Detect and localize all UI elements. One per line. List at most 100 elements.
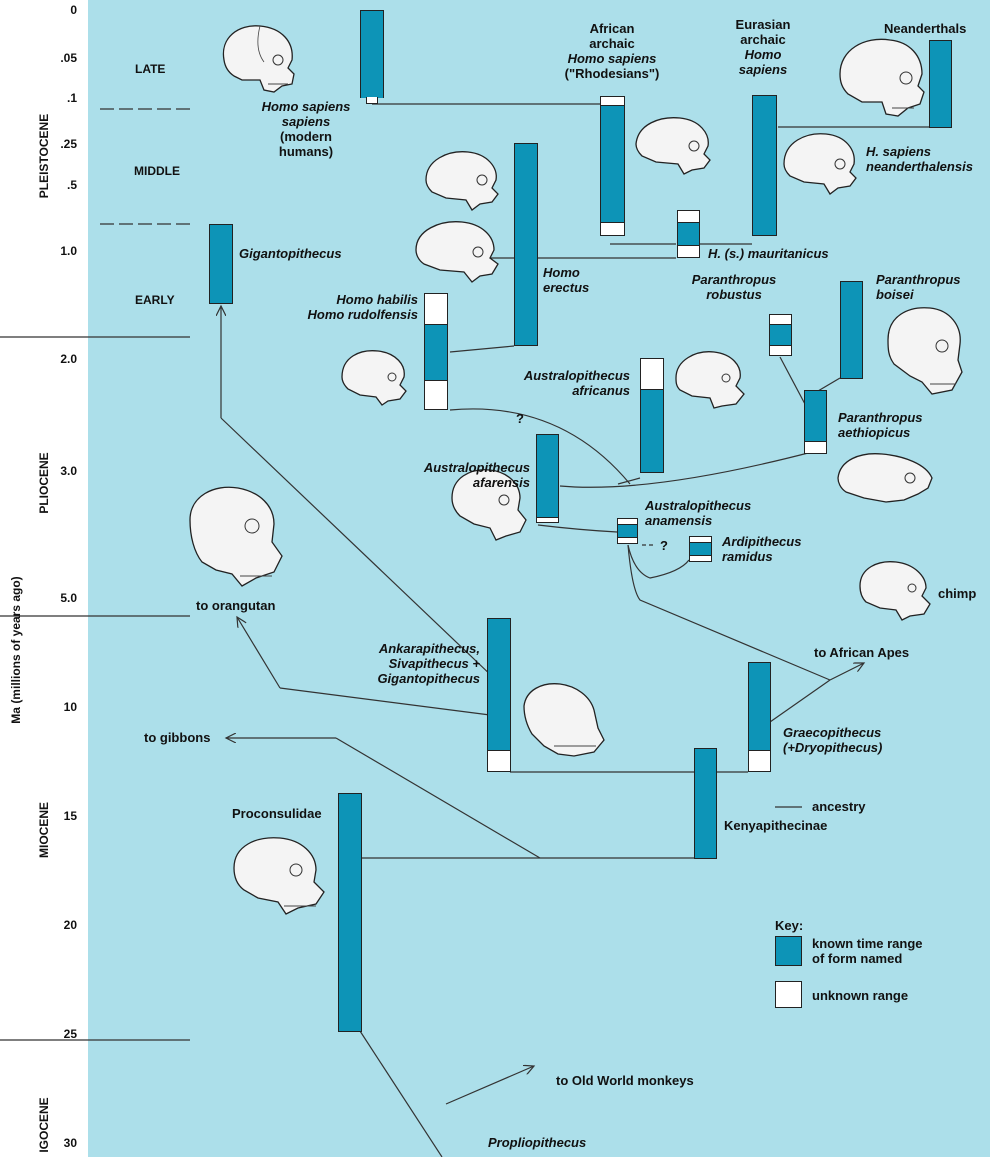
bar-robustus-known [769, 324, 792, 346]
bar-homo-erectus-known [514, 143, 538, 346]
label-p-robustus: Paranthropus robustus [691, 272, 777, 302]
label-homo-habilis: Homo habilis Homo rudolfensis [307, 292, 418, 322]
label-to-orangutan: to orangutan [196, 598, 276, 613]
skull-afarensis-illustration [451, 469, 527, 541]
line-afarensis-africanus [617, 477, 641, 485]
bar-mauritanicus-known [677, 222, 700, 246]
tick-30: 30 [63, 1136, 77, 1150]
subperiod-early: EARLY [135, 293, 175, 307]
bar-african-unknown-bottom [600, 222, 625, 236]
skull-rhodesian-illustration [635, 117, 711, 175]
bar-boisei-known [840, 281, 863, 379]
skull-aethiopicus-illustration [837, 453, 933, 503]
label-ankarapithecus: Ankarapithecus, Sivapithecus + Gigantopi… [377, 641, 480, 686]
label-a-africanus: Australopithecus africanus [523, 368, 630, 398]
y-axis-label: Ma (millions of years ago) [9, 576, 23, 724]
bar-habilis-known [424, 324, 448, 381]
line-gibbons [335, 737, 541, 859]
line-graecopithecus-africanapes [769, 679, 831, 723]
bar-aethiopicus-unknown [804, 441, 827, 454]
skull-neanderthal-illustration [839, 38, 925, 117]
bar-ankarapithecus-known [487, 618, 511, 751]
label-p-aethiopicus: Paranthropus aethiopicus [838, 410, 923, 440]
label-propliopithecus: Propliopithecus [488, 1135, 587, 1150]
skull-sivapithecus-illustration [523, 683, 605, 757]
label-ardipithecus: Ardipithecus ramidus [722, 534, 802, 564]
tick-2.0: 2.0 [60, 352, 77, 366]
skull-africanus-illustration [675, 351, 745, 409]
label-kenyapithecinae: Kenyapithecinae [724, 818, 828, 833]
bar-kenyapithecinae-known [694, 748, 717, 859]
bar-anamensis-known [617, 524, 638, 538]
tick-0.25: .25 [60, 137, 77, 151]
subperiod-middle: MIDDLE [134, 164, 180, 178]
label-neanderthals: Neanderthals [884, 21, 967, 36]
tick-0: 0 [70, 3, 77, 17]
label-eurasian-archaic: Eurasian archaic Homo sapiens [735, 17, 791, 77]
key-title: Key: [775, 918, 804, 933]
tick-5.0: 5.0 [60, 591, 77, 605]
bar-africanus-unknown-top [640, 358, 664, 390]
bar-african-known [600, 105, 625, 223]
label-a-afarensis: Australopithecus afarensis [423, 460, 530, 490]
epoch-pleistocene: PLEISTOCENE [37, 113, 51, 199]
bar-ankarapithecus-unknown [487, 750, 511, 772]
bar-gigantopithecus-known [209, 224, 233, 304]
label-to-african-apes: to African Apes [814, 645, 910, 660]
label-african-archaic: African archaic Homo sapiens ("Rhodesian… [564, 21, 660, 81]
skull-chimp-illustration [859, 561, 931, 621]
key-unknown-label: unknown range [812, 988, 909, 1003]
bar-ardipithecus-known [689, 542, 712, 556]
bar-homo-sapiens-known [360, 10, 384, 98]
bar-aethiopicus-known [804, 390, 827, 442]
bar-proconsulidae-known [338, 793, 362, 1032]
line-ankara-giganto [220, 417, 497, 681]
key-known-label: known time range of form named [812, 936, 923, 966]
key-known-swatch [775, 936, 802, 966]
bar-africanus-known [640, 389, 664, 473]
label-homo-sapiens: Homo sapiens sapiens (modern humans) [261, 99, 351, 159]
skull-erectus-upper-illustration [425, 151, 499, 211]
label-to-old-world-monkeys: to Old World monkeys [556, 1073, 694, 1088]
tick-0.5: .5 [66, 178, 77, 192]
epoch-oligocene: IGOCENE [37, 1097, 51, 1153]
tick-0.1: .1 [66, 91, 77, 105]
key-unknown-swatch [775, 981, 802, 1008]
label-p-boisei: Paranthropus boisei [876, 272, 961, 302]
arrow-to-orangutan [237, 617, 281, 689]
key-ancestry-label: ancestry [812, 799, 866, 814]
bar-ardipithecus-unknown-bottom [689, 555, 712, 562]
line-ankara-orangutan-a [279, 687, 491, 716]
label-chimp: chimp [938, 586, 977, 601]
label-mauritanicus: H. (s.) mauritanicus [708, 246, 829, 261]
label-gigantopithecus: Gigantopithecus [239, 246, 342, 261]
subperiod-late: LATE [135, 62, 166, 76]
label-graecopithecus: Graecopithecus (+Dryopithecus) [783, 725, 883, 755]
bar-robustus-unknown-bottom [769, 345, 792, 356]
bar-neanderthals-known [929, 40, 952, 128]
label-proconsulidae: Proconsulidae [232, 806, 322, 821]
bar-graecopithecus-known [748, 662, 771, 751]
bar-graecopithecus-unknown [748, 750, 771, 772]
skull-habilis-illustration [341, 350, 407, 406]
epoch-miocene: MIOCENE [37, 802, 51, 859]
skull-modern-human-illustration [222, 25, 295, 93]
tick-1.0: 1.0 [60, 244, 77, 258]
tick-10: 10 [63, 700, 77, 714]
arrow-to-old-world-monkeys [445, 1066, 534, 1105]
tick-15: 15 [63, 809, 77, 823]
line-anamensis-afarensis [537, 524, 618, 533]
arrow-to-african-apes [829, 663, 864, 681]
skull-h-neanderthalensis-illustration [783, 133, 857, 195]
skull-proconsulidae-illustration [233, 837, 325, 915]
line-afarensis-aethiopicus [559, 451, 813, 488]
epoch-pliocene: PLIOCENE [37, 452, 51, 514]
bar-mauritanicus-unknown-bottom [677, 245, 700, 258]
label-homo-erectus: Homo erectus [543, 265, 590, 295]
line-robustus-aethiopicus [779, 356, 807, 407]
tick-3.0: 3.0 [60, 464, 77, 478]
line-to-african-apes-trunk [627, 544, 831, 681]
bar-anamensis-unknown-bottom [617, 537, 638, 544]
